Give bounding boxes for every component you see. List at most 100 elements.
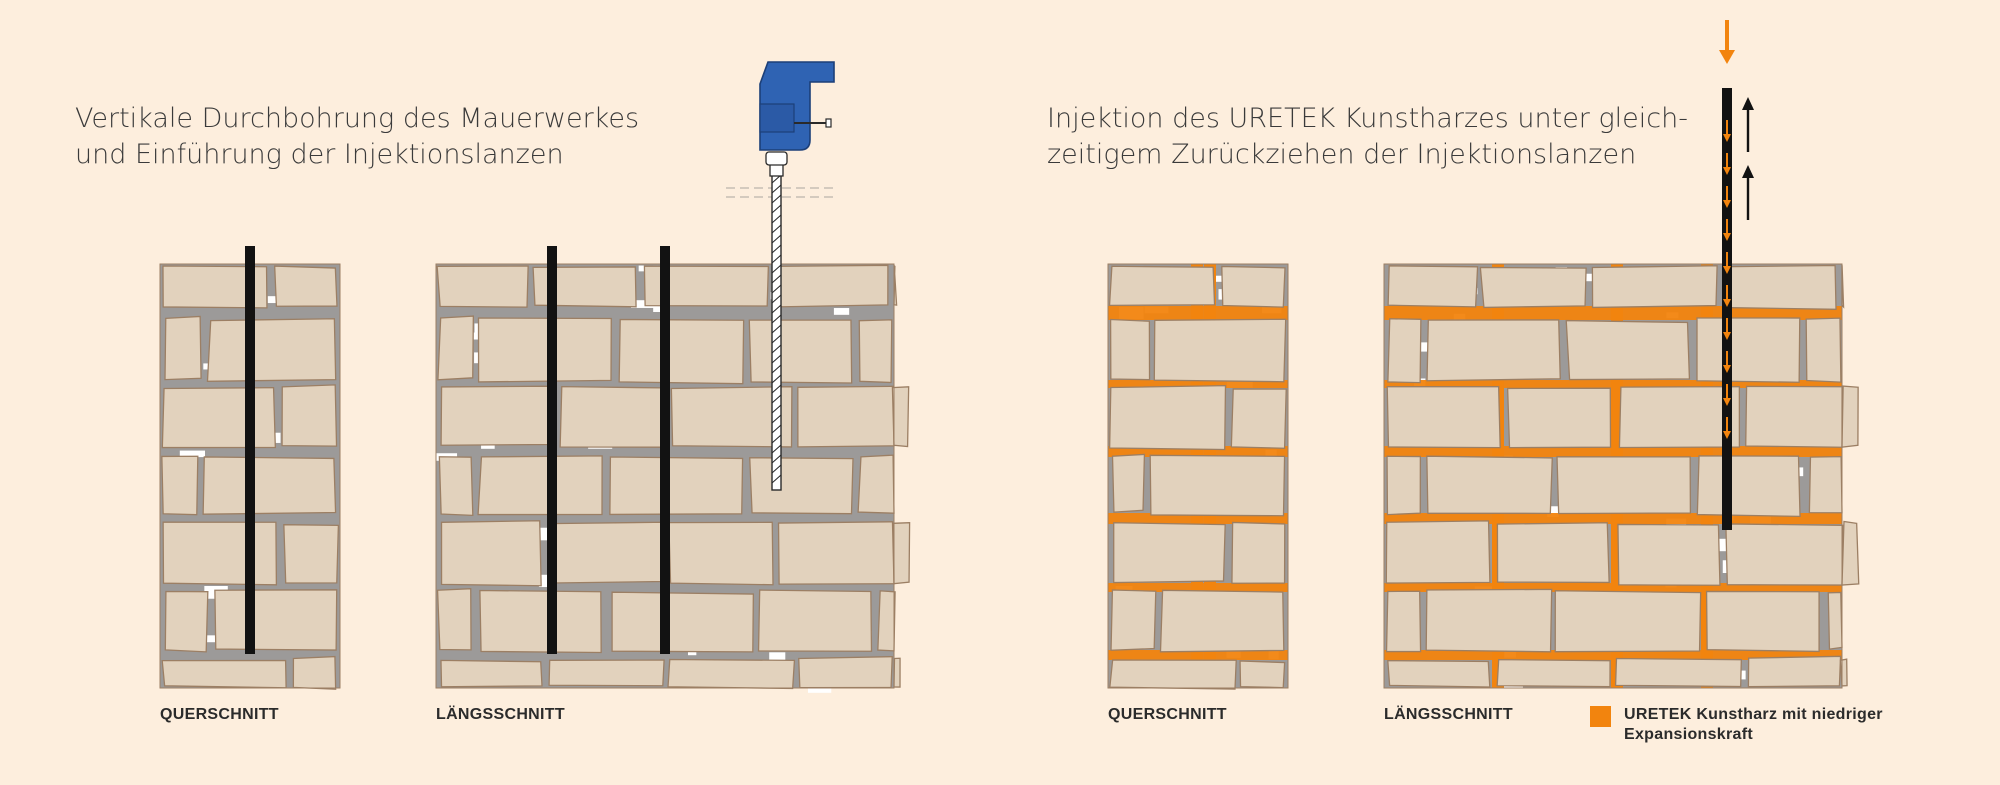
- stone: [436, 265, 529, 308]
- legend-line1: URETEK Kunstharz mit niedriger: [1624, 706, 1883, 723]
- mortar-void: [179, 450, 206, 458]
- heading-drilling-line2: und Einführung der Injektionslanzen: [75, 139, 564, 170]
- mortar-void: [1547, 506, 1559, 517]
- resin-flow-arrow: [1723, 167, 1731, 175]
- heading-drilling-line1: Vertikale Durchbohrung des Mauerwerkes: [75, 103, 640, 134]
- stone: [893, 657, 901, 688]
- resin-flow-arrow: [1723, 134, 1731, 142]
- stone: [1556, 456, 1692, 515]
- injection-lance: [660, 246, 670, 654]
- stone: [1221, 265, 1286, 308]
- resin-flow-arrow: [1723, 200, 1731, 208]
- stone: [1565, 319, 1691, 381]
- drill-icon: [726, 61, 838, 491]
- resin-flow-arrow: [1723, 332, 1731, 340]
- stone: [1841, 520, 1860, 586]
- stone: [892, 522, 911, 585]
- stone: [1696, 317, 1801, 383]
- stone: [1554, 590, 1702, 653]
- wall-outline: [1107, 263, 1289, 689]
- stone: [797, 385, 895, 448]
- stone: [1239, 660, 1286, 689]
- mortar-void: [1410, 342, 1435, 352]
- stone: [1479, 266, 1587, 309]
- resin-flow-arrow: [1723, 233, 1731, 241]
- stone: [1426, 455, 1553, 514]
- stone: [162, 265, 268, 309]
- injection-lance: [245, 246, 255, 654]
- stone: [749, 457, 854, 515]
- stone: [206, 318, 337, 382]
- stone: [757, 589, 873, 652]
- stone: [1618, 385, 1741, 449]
- stone: [1614, 657, 1742, 688]
- stone: [1723, 264, 1837, 310]
- stone: [772, 264, 889, 308]
- stone: [437, 315, 475, 381]
- resin-flow-arrow: [1723, 299, 1731, 307]
- stone: [1108, 384, 1227, 451]
- mortar-void: [631, 300, 656, 308]
- stone: [164, 590, 209, 653]
- resin-flow-arrow: [1723, 398, 1731, 406]
- stone: [283, 524, 340, 584]
- heading-injection-line1: Injektion des URETEK Kunstharzes unter g…: [1047, 103, 1688, 134]
- stone: [609, 456, 744, 516]
- resin-flow-arrow: [1723, 266, 1731, 274]
- resin-flow-arrow: [1723, 431, 1731, 439]
- stone: [1705, 590, 1820, 653]
- caption-cross-section-right: QUERSCHNITT: [1108, 706, 1227, 723]
- stone: [1385, 590, 1422, 653]
- stone: [1153, 318, 1287, 383]
- stone: [877, 590, 896, 652]
- stone: [857, 454, 895, 514]
- stone: [891, 386, 910, 448]
- mortar-void: [833, 308, 850, 315]
- stone: [1426, 319, 1561, 382]
- stone: [1109, 659, 1237, 690]
- stone: [1808, 455, 1843, 514]
- caption-cross-section-left: QUERSCHNITT: [160, 706, 279, 723]
- heading-drilling: Vertikale Durchbohrung des Mauerwerkes u…: [75, 101, 639, 173]
- wall-cross-section-left: [159, 246, 341, 690]
- stone: [1617, 523, 1721, 586]
- stone: [1108, 265, 1216, 307]
- stone: [161, 386, 277, 449]
- stone: [477, 317, 612, 383]
- legend-line2: Expansionskraft: [1624, 726, 1753, 743]
- heading-injection: Injektion des URETEK Kunstharzes unter g…: [1047, 101, 1688, 173]
- stone: [1113, 522, 1226, 584]
- wall-cross-section-right: [1107, 263, 1289, 690]
- stone: [292, 655, 337, 690]
- stone: [440, 659, 543, 688]
- stone: [1506, 387, 1612, 449]
- stone: [1387, 318, 1422, 384]
- stone: [440, 385, 554, 446]
- stone: [777, 521, 895, 585]
- stone: [1109, 318, 1151, 381]
- legend: URETEK Kunstharz mit niedriger Expansion…: [1590, 705, 1883, 745]
- stone: [1496, 658, 1611, 688]
- stone: [162, 521, 278, 586]
- stone: [548, 659, 665, 687]
- stone: [440, 520, 542, 587]
- stone: [1827, 591, 1843, 650]
- wall-outline: [1383, 263, 1843, 689]
- stone: [477, 455, 603, 516]
- stone: [1111, 453, 1146, 513]
- stone: [1387, 659, 1491, 688]
- stone: [798, 655, 893, 689]
- stone: [438, 456, 474, 517]
- mortar-void: [1206, 275, 1226, 282]
- stone: [1805, 317, 1842, 383]
- stone: [1159, 589, 1285, 653]
- stone: [1696, 455, 1801, 518]
- stone: [164, 315, 202, 381]
- legend-text: URETEK Kunstharz mit niedriger Expansion…: [1624, 705, 1883, 745]
- caption-longitudinal-left: LÄNGSSCHNITT: [436, 706, 565, 723]
- stone: [559, 385, 663, 448]
- stone: [1725, 523, 1844, 586]
- stone: [668, 521, 774, 586]
